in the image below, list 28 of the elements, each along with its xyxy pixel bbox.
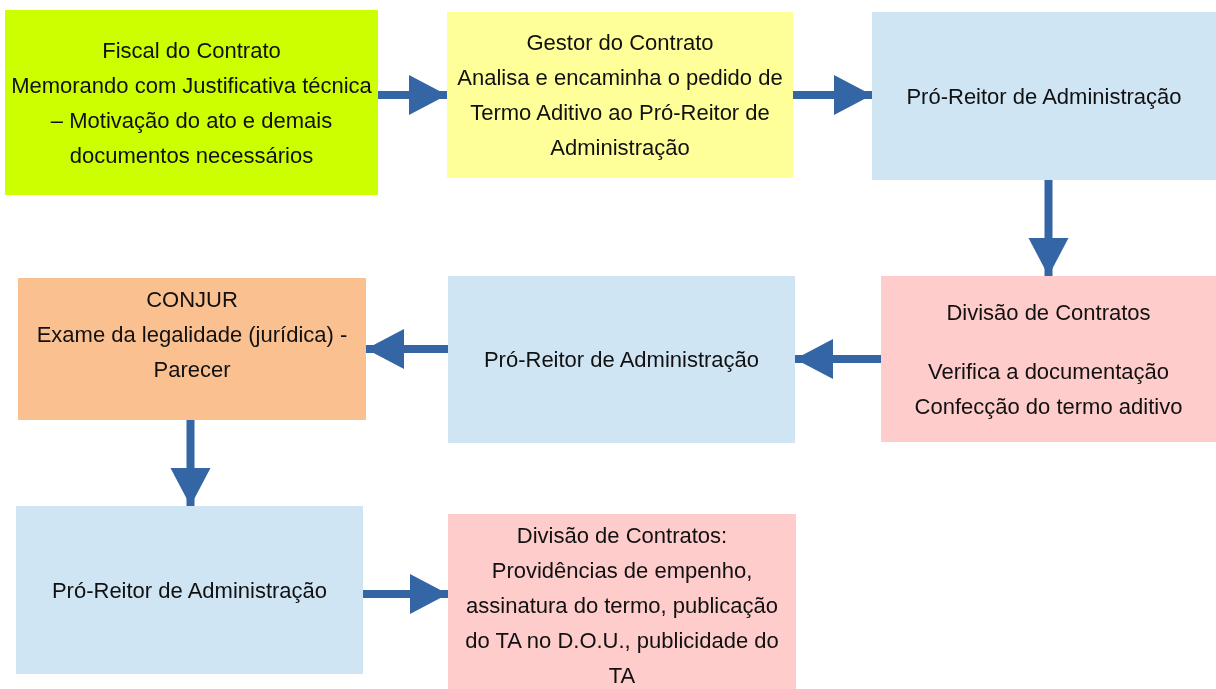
box-text: Analisa e encaminha o pedido de Termo Aditivo ao Pró-Reitor de Administração — [456, 64, 784, 162]
arrow — [793, 75, 872, 115]
box-text: Exame da legalidade (jurídica) - Parecer — [35, 321, 349, 384]
box-text: Pró-Reitor de Administração — [483, 346, 760, 374]
arrow — [795, 339, 881, 379]
process-box — [448, 276, 795, 443]
process-box — [447, 12, 793, 178]
arrow — [170, 420, 211, 506]
box-heading: Divisão de Contratos — [946, 298, 1151, 327]
process-box — [881, 276, 1216, 442]
box-text: Providências de empenho, assinatura do termo, publicação do TA no D.O.U., publicidade do TA — [464, 557, 780, 689]
process-box — [18, 278, 366, 420]
box-heading: CONJUR — [146, 286, 238, 314]
box-heading: Divisão de Contratos: — [516, 522, 728, 550]
box-text: Verifica a documentação Confecção do termo aditivo — [913, 357, 1184, 421]
process-box — [16, 506, 363, 674]
process-box — [448, 514, 796, 689]
arrow — [363, 574, 448, 614]
box-text: Pró-Reitor de Administração — [51, 576, 328, 605]
process-box — [5, 10, 378, 195]
box-text: Pró-Reitor de Administração — [906, 82, 1182, 111]
process-box — [872, 12, 1216, 180]
arrow — [366, 329, 448, 369]
box-text: Memorando com Justificativa técnica – Motivação do ato e demais documentos necessários — [11, 71, 372, 170]
arrow — [378, 75, 447, 115]
box-heading: Gestor do Contrato — [526, 29, 714, 57]
box-heading: Fiscal do Contrato — [102, 36, 281, 65]
arrow — [1028, 180, 1069, 276]
